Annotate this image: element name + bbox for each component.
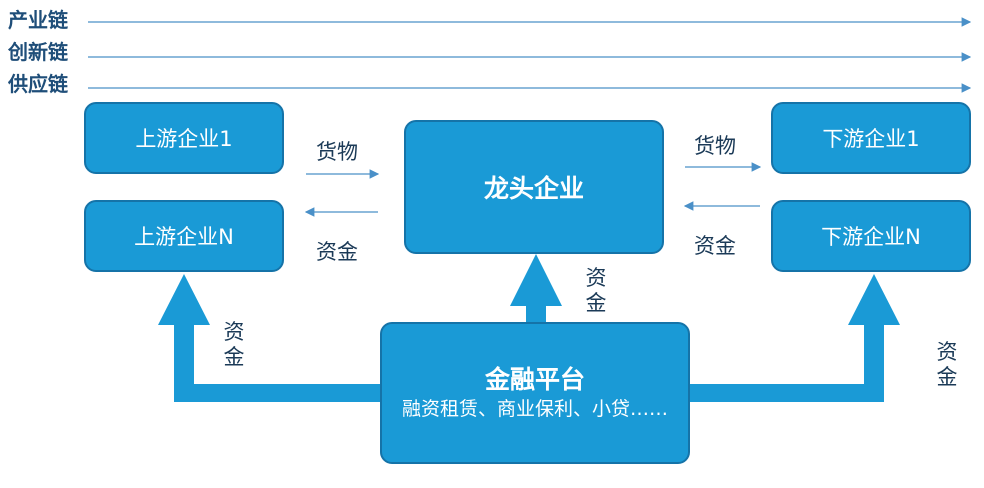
finance-platform-title: 金融平台	[484, 365, 585, 394]
chain-label-supply: 供应链	[8, 72, 68, 96]
finance-platform: 金融平台 融资租赁、商业保利、小贷……	[380, 322, 690, 464]
funds-label-upstream: 资金	[223, 320, 245, 369]
downstream-enterprise-1: 下游企业1	[771, 102, 971, 174]
goods-label-right: 货物	[694, 134, 736, 158]
chain-label-industry: 产业链	[8, 8, 68, 32]
downstream-enterprise-n: 下游企业N	[771, 200, 971, 272]
upstream-enterprise-1: 上游企业1	[84, 102, 284, 174]
funds-label-downstream: 资金	[936, 340, 958, 389]
funds-label-left: 资金	[316, 240, 358, 264]
funds-arrow-to-leader	[510, 254, 562, 322]
funds-arrow-to-upstream	[158, 274, 382, 402]
upstream-enterprise-n: 上游企业N	[84, 200, 284, 272]
funds-label-right: 资金	[694, 234, 736, 258]
funds-arrow-to-downstream	[690, 274, 900, 402]
goods-label-left: 货物	[316, 140, 358, 164]
chain-label-innovation: 创新链	[8, 40, 68, 64]
finance-platform-desc: 融资租赁、商业保利、小贷……	[401, 398, 668, 420]
funds-label-leader: 资金	[585, 266, 607, 315]
leader-enterprise: 龙头企业	[404, 120, 664, 254]
